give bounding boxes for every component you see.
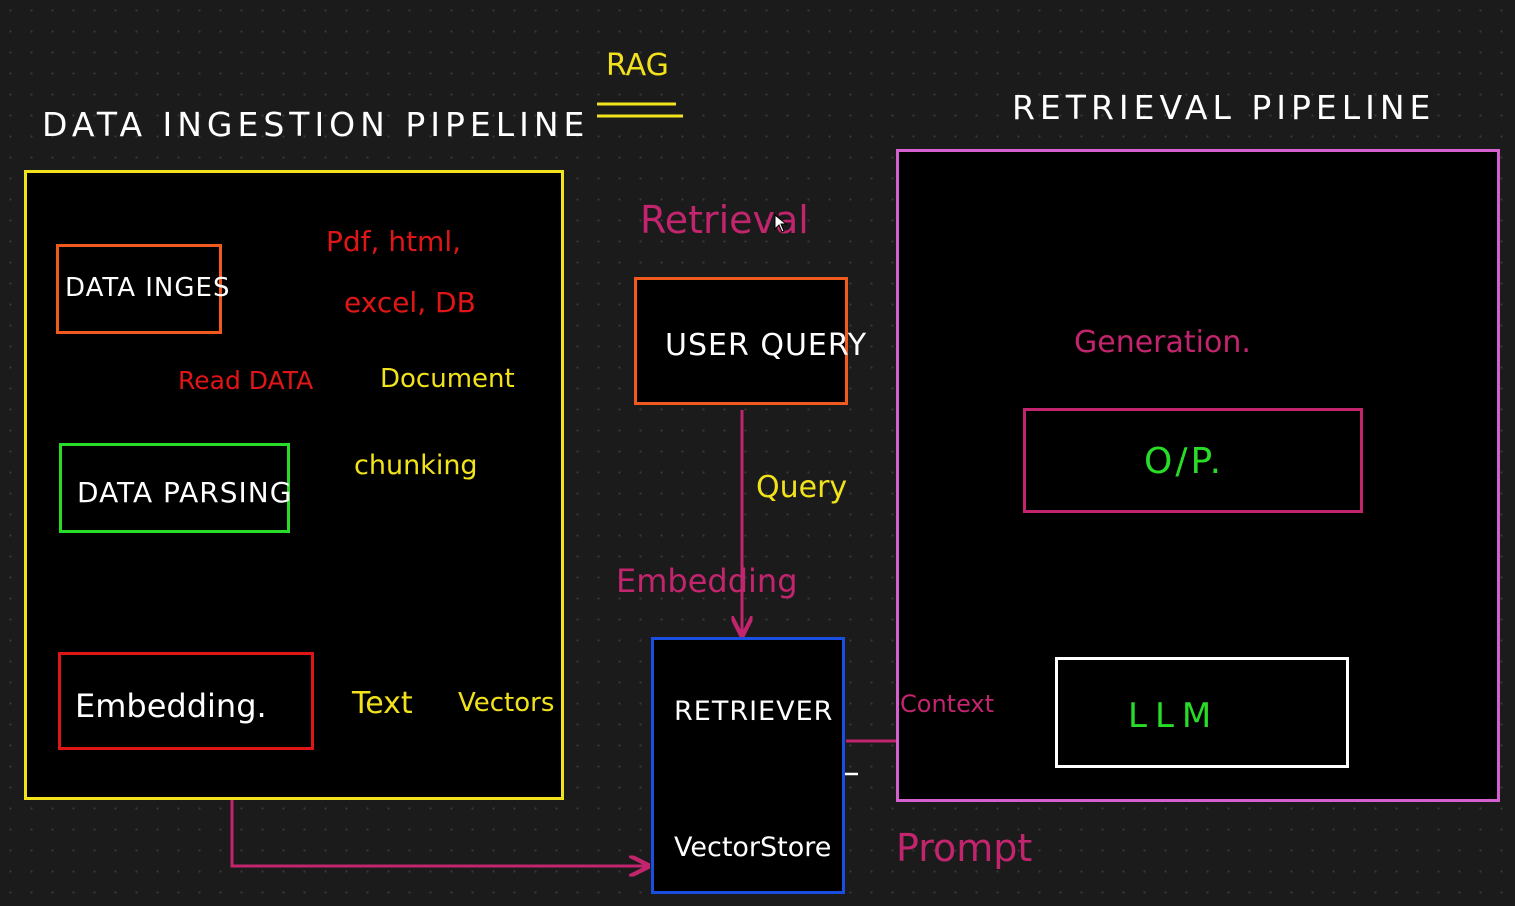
context-note: Context (900, 690, 995, 718)
document-note: Document (380, 364, 515, 394)
output-label: O/P. (1144, 441, 1225, 482)
data-inges-label: DATA INGES (65, 273, 231, 303)
query-note: Query (756, 470, 848, 505)
embedding-node: Embedding. (58, 652, 314, 750)
retriever-label: RETRIEVER (674, 696, 834, 727)
prompt-note: Prompt (896, 826, 1033, 870)
vectorstore-label: VectorStore (674, 832, 832, 863)
read-data-note: Read DATA (178, 366, 314, 395)
vectors-note: Vectors (458, 688, 555, 718)
retrieval-pipeline-heading: RETRIEVAL PIPELINE (1012, 88, 1436, 127)
user-query-node: USER QUERY (634, 277, 866, 405)
text-note: Text (352, 686, 413, 721)
formats-note-line1: Pdf, html, (326, 225, 461, 258)
data-inges-node: DATA INGES (56, 244, 229, 334)
formats-note-line2: excel, DB (344, 286, 476, 319)
user-query-label: USER QUERY (665, 328, 868, 363)
output-node: O/P. (1023, 408, 1363, 513)
embedding-note: Embedding (616, 562, 798, 600)
generation-label: Generation. (1074, 325, 1251, 360)
mouse-cursor-icon (774, 214, 788, 233)
data-parsing-node: DATA PARSING (59, 443, 293, 533)
chunking-note: chunking (354, 450, 478, 481)
llm-node: LLM (1055, 657, 1349, 768)
diagram-title: RAG (606, 48, 669, 83)
embedding-label: Embedding. (75, 687, 267, 725)
ingestion-heading: DATA INGESTION PIPELINE (42, 105, 590, 144)
retriever-vectorstore-node: RETRIEVER VectorStore (651, 637, 845, 894)
llm-label: LLM (1128, 696, 1220, 736)
data-parsing-label: DATA PARSING (77, 476, 293, 509)
